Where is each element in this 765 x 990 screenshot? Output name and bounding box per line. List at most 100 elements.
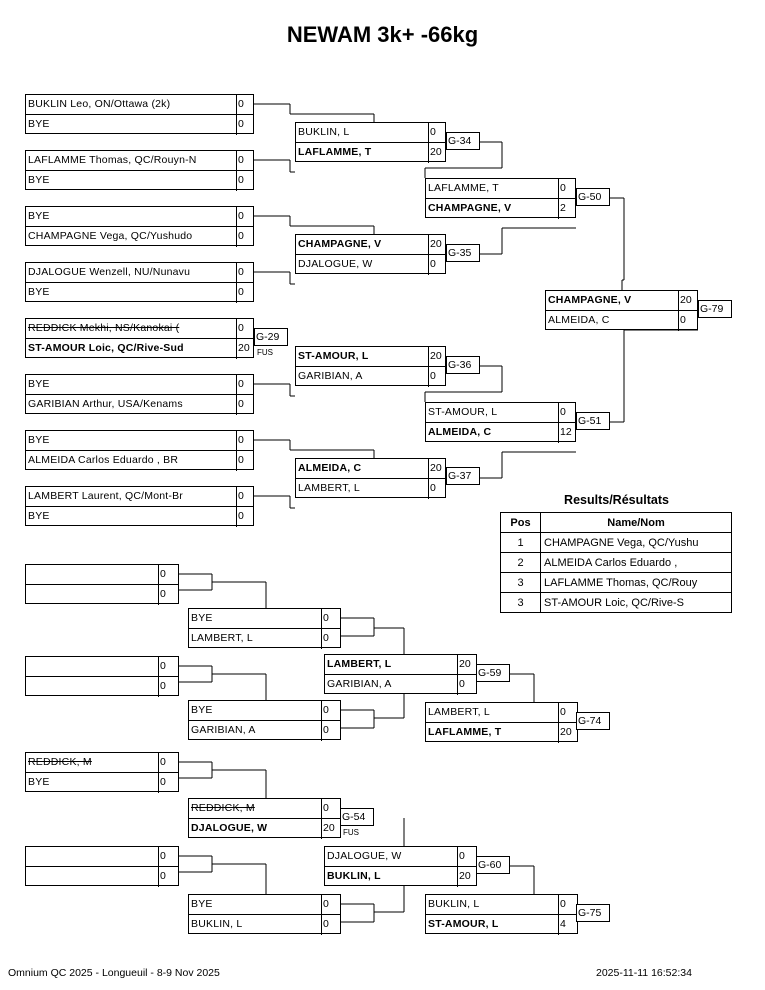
competitor-name: BUKLIN, L [428, 898, 480, 910]
competitor-name: LAMBERT Laurent, QC/Mont-Br [28, 490, 183, 502]
match-label-g50: G-50 [576, 188, 610, 206]
competitor-slot-bottom: ST-AMOUR, L 4 [426, 915, 577, 935]
competitor-name: BYE [28, 510, 50, 522]
competitor-score: 20 [428, 459, 445, 479]
competitor-name: ST-AMOUR, L [428, 918, 499, 930]
competitor-score: 0 [457, 847, 476, 867]
competitor-name: BYE [28, 776, 50, 788]
competitor-name: REDDICK, M [191, 802, 255, 814]
match-label-g79: G-79 [698, 300, 732, 318]
competitor-score: 0 [457, 675, 476, 695]
competitor-score: 0 [558, 179, 575, 199]
competitor-name: BYE [28, 286, 50, 298]
competitor-score: 20 [457, 655, 476, 675]
competitor-name: BYE [191, 612, 213, 624]
competitor-slot-bottom: GARIBIAN, A 0 [325, 675, 476, 695]
competitor-name: BUKLIN, L [298, 126, 350, 138]
competitor-score: 0 [236, 227, 253, 247]
match-label-g54: G-54 [340, 808, 374, 826]
competitor-slot-bottom: CHAMPAGNE, V 2 [426, 199, 575, 219]
competitor-name: BUKLIN Leo, ON/Ottawa (2k) [28, 98, 171, 110]
competitor-slot-top: REDDICK Mekhi, NS/Kanokai (0 [26, 319, 253, 339]
competitor-score: 0 [428, 367, 445, 387]
footer-event-info: Omnium QC 2025 - Longueuil - 8-9 Nov 202… [8, 967, 220, 979]
competitor-score: 0 [158, 677, 178, 697]
competitor-score: 0 [158, 773, 178, 793]
competitor-name: CHAMPAGNE, V [428, 202, 512, 214]
competitor-score: 20 [457, 867, 476, 887]
competitor-score: 2 [558, 199, 575, 219]
competitor-score: 0 [158, 847, 178, 867]
results-header-pos: Pos [500, 512, 541, 533]
competitor-name: LAFLAMME, T [428, 726, 502, 738]
competitor-name: ST-AMOUR, L [428, 406, 498, 418]
competitor-slot-top: 0 [26, 847, 178, 867]
match-label-g75: G-75 [576, 904, 610, 922]
match-label-g51: G-51 [576, 412, 610, 430]
footer-timestamp: 2025-11-11 16:52:34 [596, 967, 692, 979]
match-label-g36: G-36 [446, 356, 480, 374]
competitor-score: 20 [236, 339, 253, 359]
match-label-g29: G-29 [254, 328, 288, 346]
results-row: 2 ALMEIDA Carlos Eduardo , [500, 552, 732, 573]
competitor-score: 4 [558, 915, 577, 935]
competitor-slot-top: DJALOGUE, W 0 [325, 847, 476, 867]
competitor-slot-top: 0 [26, 657, 178, 677]
results-row: 3 ST-AMOUR Loic, QC/Rive-S [500, 592, 732, 613]
competitor-score: 0 [321, 701, 340, 721]
competitor-score: 0 [236, 507, 253, 527]
results-pos: 2 [500, 552, 541, 573]
competitor-name: LAMBERT, L [298, 482, 360, 494]
competitor-name: DJALOGUE, W [327, 850, 402, 862]
competitor-name: BYE [28, 118, 50, 130]
competitor-score: 0 [558, 703, 577, 723]
results-pos: 3 [500, 572, 541, 593]
competitor-name: ALMEIDA, C [548, 314, 610, 326]
competitor-score: 0 [678, 311, 697, 331]
match-label-g74: G-74 [576, 712, 610, 730]
match-label-g35: G-35 [446, 244, 480, 262]
competitor-name: ALMEIDA, C [298, 462, 362, 474]
competitor-name: ALMEIDA Carlos Eduardo , BR [28, 454, 179, 466]
competitor-name: DJALOGUE Wenzell, NU/Nunavu [28, 266, 191, 278]
competitor-name: ST-AMOUR Loic, QC/Rive-Sud [28, 342, 184, 354]
competitor-score: 20 [428, 143, 445, 163]
competitor-score: 0 [158, 867, 178, 887]
competitor-name: REDDICK Mekhi, NS/Kanokai ( [28, 322, 180, 334]
competitor-name: GARIBIAN, A [327, 678, 392, 690]
competitor-score: 0 [558, 403, 575, 423]
competitor-score: 0 [236, 395, 253, 415]
fus-marker: FUS [343, 828, 359, 837]
competitor-name: BYE [28, 378, 50, 390]
match-label-g34: G-34 [446, 132, 480, 150]
competitor-name: LAMBERT, L [327, 658, 392, 670]
results-header-name: Name/Nom [540, 512, 732, 533]
competitor-score: 20 [428, 235, 445, 255]
competitor-name: CHAMPAGNE Vega, QC/Yushudo [28, 230, 193, 242]
